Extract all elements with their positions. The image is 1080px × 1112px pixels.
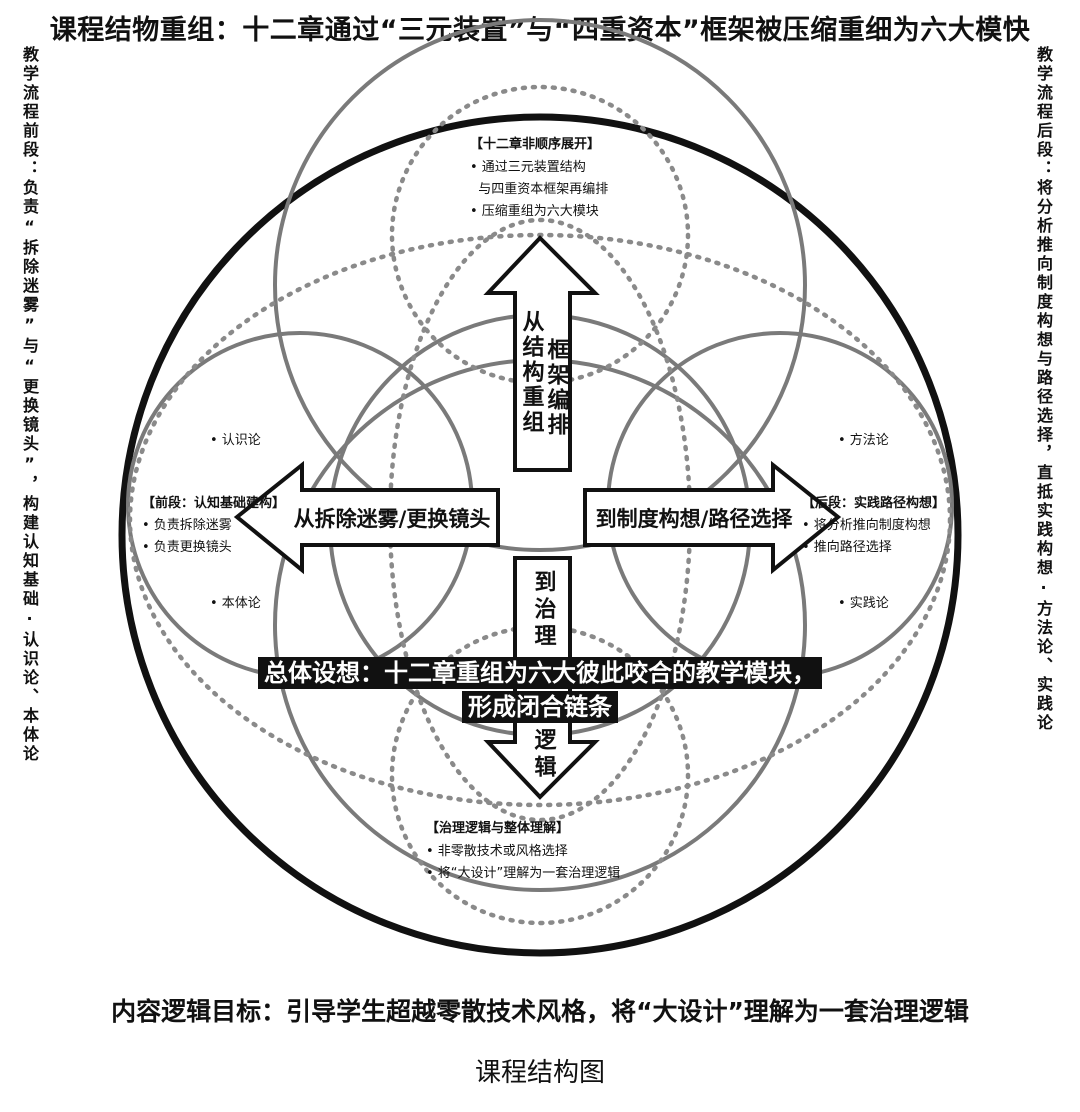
- arrow-down-text-col1: 到治理: [531, 570, 557, 651]
- right-block: 【后段：实践路径构想】 • 将分析推向制度构想 • 推向路径选择: [802, 495, 945, 555]
- bottom-block-item: • 非零散技术或风格选择: [426, 843, 568, 859]
- arrow-down-text-col2: 逻辑: [531, 728, 557, 782]
- arrow-up-text-col1: 从结构重组: [519, 310, 545, 435]
- label-ontology: • 本体论: [210, 596, 261, 611]
- right-block-title: 【后段：实践路径构想】: [802, 495, 945, 511]
- solid-circle-top: [273, 18, 807, 552]
- left-block-title: 【前段：认知基础建构】: [142, 495, 285, 511]
- left-block-item: • 负责更换镜头: [142, 540, 232, 555]
- bottom-block: 【治理逻辑与整体理解】 • 非零散技术或风格选择 • 将“大设计”理解为一套治理…: [426, 820, 620, 881]
- bottom-block-title: 【治理逻辑与整体理解】: [426, 820, 569, 836]
- arrow-up: [483, 235, 600, 472]
- label-praxeology: • 实践论: [838, 596, 889, 611]
- dotted-ellipse-wide: [127, 232, 953, 808]
- label-methodology: • 方法论: [838, 432, 889, 448]
- top-block-item: 与四重资本框架再编排: [470, 181, 608, 197]
- outer-circle: [118, 113, 962, 957]
- right-block-item: • 推向路径选择: [802, 539, 892, 555]
- center-banner: 总体设想：十二章重组为六大彼此咬合的教学模块， 形成闭合链条: [0, 657, 1080, 723]
- right-vertical-text: 教学流程后段：将分析推向制度构想与路径选择，直抵实践构想·方法论、实践论: [1034, 46, 1053, 733]
- label-epistemology: • 认识论: [210, 433, 261, 448]
- top-block-title: 【十二章非顺序展开】: [470, 136, 600, 152]
- dotted-circle-bottom: [389, 624, 691, 926]
- bottom-block-item: • 将“大设计”理解为一套治理逻辑: [426, 865, 620, 881]
- arrow-left-text: 从拆除迷雾/更换镜头: [294, 507, 491, 531]
- top-block-item: • 通过三元装置结构: [470, 160, 586, 175]
- arrow-right-text: 到制度构想/路径选择: [596, 507, 794, 531]
- arrow-left: [233, 460, 500, 575]
- top-block-item: • 压缩重组为六大模块: [470, 203, 599, 219]
- arrow-right: [583, 460, 842, 575]
- left-block-item: • 负责拆除迷雾: [142, 518, 232, 533]
- right-block-item: • 将分析推向制度构想: [802, 517, 931, 533]
- top-block: 【十二章非顺序展开】 • 通过三元装置结构 与四重资本框架再编排 • 压缩重组为…: [470, 136, 608, 219]
- arrow-up-text-col2: 框架编排: [544, 338, 570, 438]
- figure-caption: 课程结构图: [474, 1058, 605, 1088]
- left-vertical-text: 教学流程前段：负责“拆除迷雾”与“更换镜头”，构建认知基础·认识论、本体论: [20, 46, 39, 764]
- left-block: 【前段：认知基础建构】 • 负责拆除迷雾 • 负责更换镜头: [142, 495, 285, 555]
- bottom-title: 内容逻辑目标：引导学生超越零散技术风格，将“大设计”理解为一套治理逻辑: [111, 997, 969, 1026]
- center-banner-line1: 总体设想：十二章重组为六大彼此咬合的教学模块，: [258, 657, 822, 689]
- center-banner-line2: 形成闭合链条: [462, 691, 618, 723]
